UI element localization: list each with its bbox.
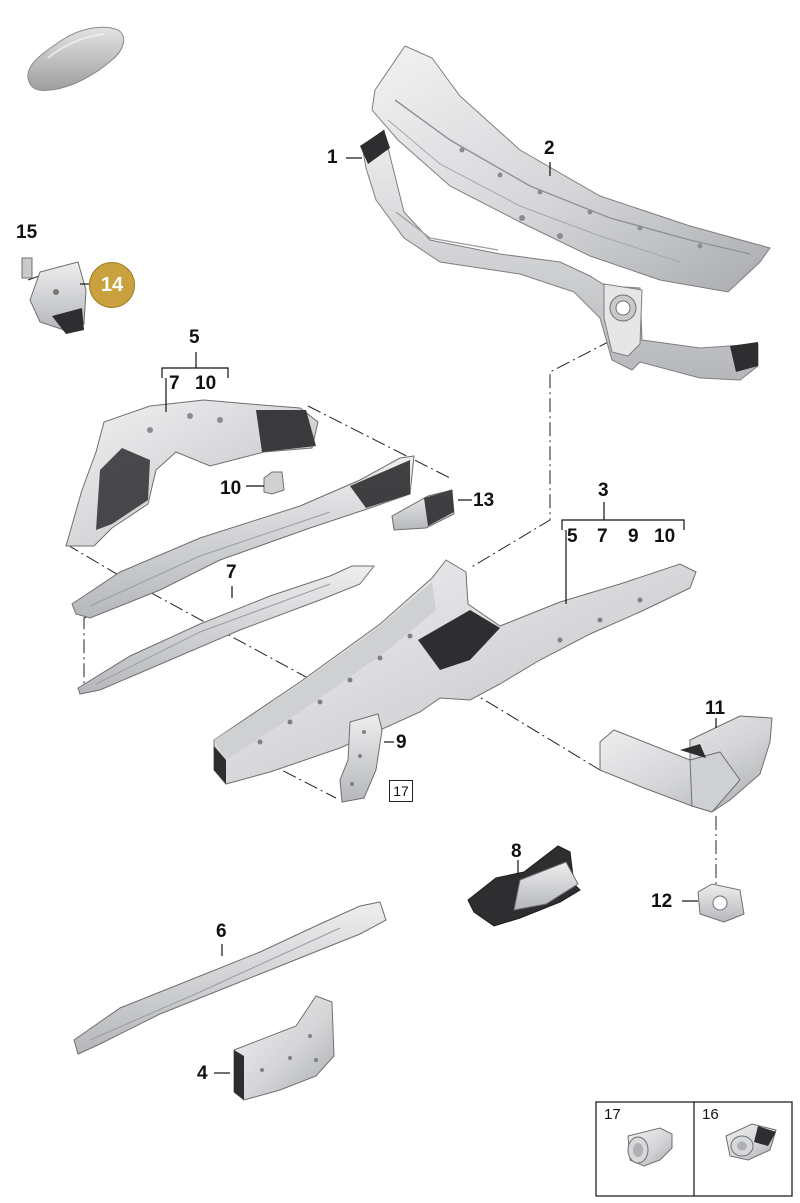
callout-3[interactable]: 3	[598, 480, 609, 501]
part-9-bracket	[339, 713, 383, 803]
part-12-mount	[697, 883, 745, 923]
callout-15[interactable]: 15	[16, 222, 38, 243]
part-14-bracket	[29, 261, 87, 334]
callout-6[interactable]: 6	[216, 921, 227, 942]
car-silhouette-icon	[27, 26, 125, 91]
callout-14-highlighted[interactable]: 14	[89, 262, 135, 308]
callout-7[interactable]: 7	[226, 562, 237, 583]
callout-17-reference-box[interactable]: 17	[389, 780, 413, 802]
callout-1[interactable]: 1	[327, 147, 338, 168]
part-15-clip	[21, 257, 33, 279]
part-2-cowl-panel	[371, 45, 771, 293]
sleeve-nut-icon	[627, 1127, 673, 1167]
callout-3-sub-10[interactable]: 10	[654, 526, 676, 547]
callout-8[interactable]: 8	[511, 841, 522, 862]
part-7-lower-member	[77, 565, 376, 695]
part-1-upper-member	[360, 129, 759, 381]
part-6-lower-strut	[73, 901, 387, 1055]
callout-13[interactable]: 13	[473, 490, 495, 511]
callout-3-sub-5[interactable]: 5	[567, 526, 578, 547]
fastener-legend	[595, 1101, 793, 1197]
legend-item-16-number: 16	[702, 1106, 719, 1123]
callout-11[interactable]: 11	[705, 698, 726, 719]
part-3-side-member	[213, 559, 697, 785]
part-11-rear-member	[599, 715, 773, 813]
clip-nut-icon	[725, 1123, 777, 1161]
callout-10[interactable]: 10	[220, 478, 242, 499]
callout-5-sub-10[interactable]: 10	[195, 373, 217, 394]
leader-lines	[80, 157, 717, 1074]
callout-3-sub-7[interactable]: 7	[597, 526, 608, 547]
callout-3-sub-9[interactable]: 9	[628, 526, 639, 547]
part-4-crash-box	[233, 995, 335, 1101]
part-upper-strut-member	[71, 455, 415, 619]
callout-4[interactable]: 4	[197, 1063, 208, 1084]
callout-12[interactable]: 12	[651, 891, 673, 912]
part-5-wheelhouse	[65, 399, 319, 547]
callout-2[interactable]: 2	[544, 138, 555, 159]
part-10-clip	[263, 471, 285, 495]
part-13-bracket	[391, 489, 455, 531]
part-8-floor-panel	[467, 845, 581, 927]
legend-item-17-number: 17	[604, 1106, 621, 1123]
callout-5[interactable]: 5	[189, 327, 200, 348]
callout-9[interactable]: 9	[396, 732, 407, 753]
callout-5-sub-7[interactable]: 7	[169, 373, 180, 394]
